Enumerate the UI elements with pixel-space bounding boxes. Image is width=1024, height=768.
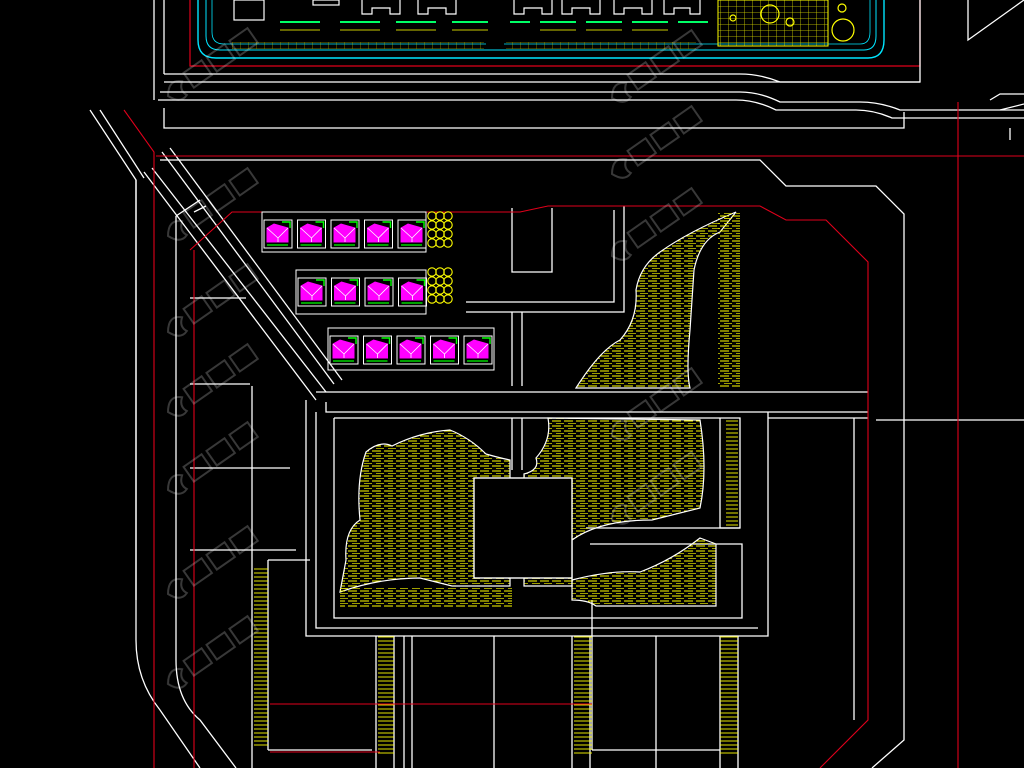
watermark-logo-icon	[610, 450, 704, 525]
watermark-logo-icon	[610, 186, 704, 261]
watermark-logo-icon	[166, 342, 260, 417]
tree-icon	[443, 285, 453, 295]
tree-icon	[443, 220, 453, 230]
watermark-logo-icon	[166, 262, 260, 337]
tree-icon	[435, 267, 445, 277]
villa-buildings	[261, 211, 495, 371]
landscape-hatching	[254, 211, 740, 754]
tree-icon	[427, 229, 437, 239]
villa-building	[330, 219, 360, 249]
villa-building	[364, 219, 393, 249]
tree-icon	[443, 211, 453, 221]
watermark-logo-icon	[610, 104, 704, 179]
tree-icon	[427, 294, 437, 304]
villa-building	[398, 277, 427, 307]
villa-building	[263, 219, 293, 249]
tree-icon	[443, 267, 453, 277]
villa-building	[396, 335, 426, 365]
tree-icon	[427, 238, 437, 248]
tree-icon	[427, 211, 437, 221]
villa-building	[331, 277, 360, 307]
watermark-logo-icon	[166, 614, 260, 689]
villa-building	[397, 219, 427, 249]
watermark-logo-icon	[610, 28, 704, 103]
villa-building	[297, 277, 327, 307]
villa-building	[329, 335, 359, 365]
villa-building	[430, 335, 459, 365]
villa-building	[364, 277, 394, 307]
tree-icon	[435, 294, 445, 304]
tree-icon	[435, 229, 445, 239]
tree-icon	[443, 229, 453, 239]
watermark-logo-icon	[166, 420, 260, 495]
tree-icon	[427, 267, 437, 277]
upper-block	[189, 0, 921, 67]
tree-icon	[435, 276, 445, 286]
tree-icon	[443, 276, 453, 286]
watermark-logo-icon	[166, 26, 260, 101]
villa-building	[463, 335, 493, 365]
tree-icon	[435, 211, 445, 221]
tree-icon	[427, 285, 437, 295]
villa-building	[297, 219, 326, 249]
tree-icon	[427, 276, 437, 286]
tree-icon	[427, 220, 437, 230]
watermark	[166, 26, 704, 689]
watermark-logo-icon	[610, 366, 704, 441]
villa-building	[363, 335, 392, 365]
tree-symbols	[427, 211, 453, 304]
road-network	[89, 0, 1024, 768]
tree-icon	[435, 238, 445, 248]
watermark-logo-icon	[166, 524, 260, 599]
tree-icon	[435, 285, 445, 295]
tree-icon	[443, 294, 453, 304]
watermark-logo-icon	[166, 166, 260, 241]
tree-icon	[435, 220, 445, 230]
tree-icon	[443, 238, 453, 248]
